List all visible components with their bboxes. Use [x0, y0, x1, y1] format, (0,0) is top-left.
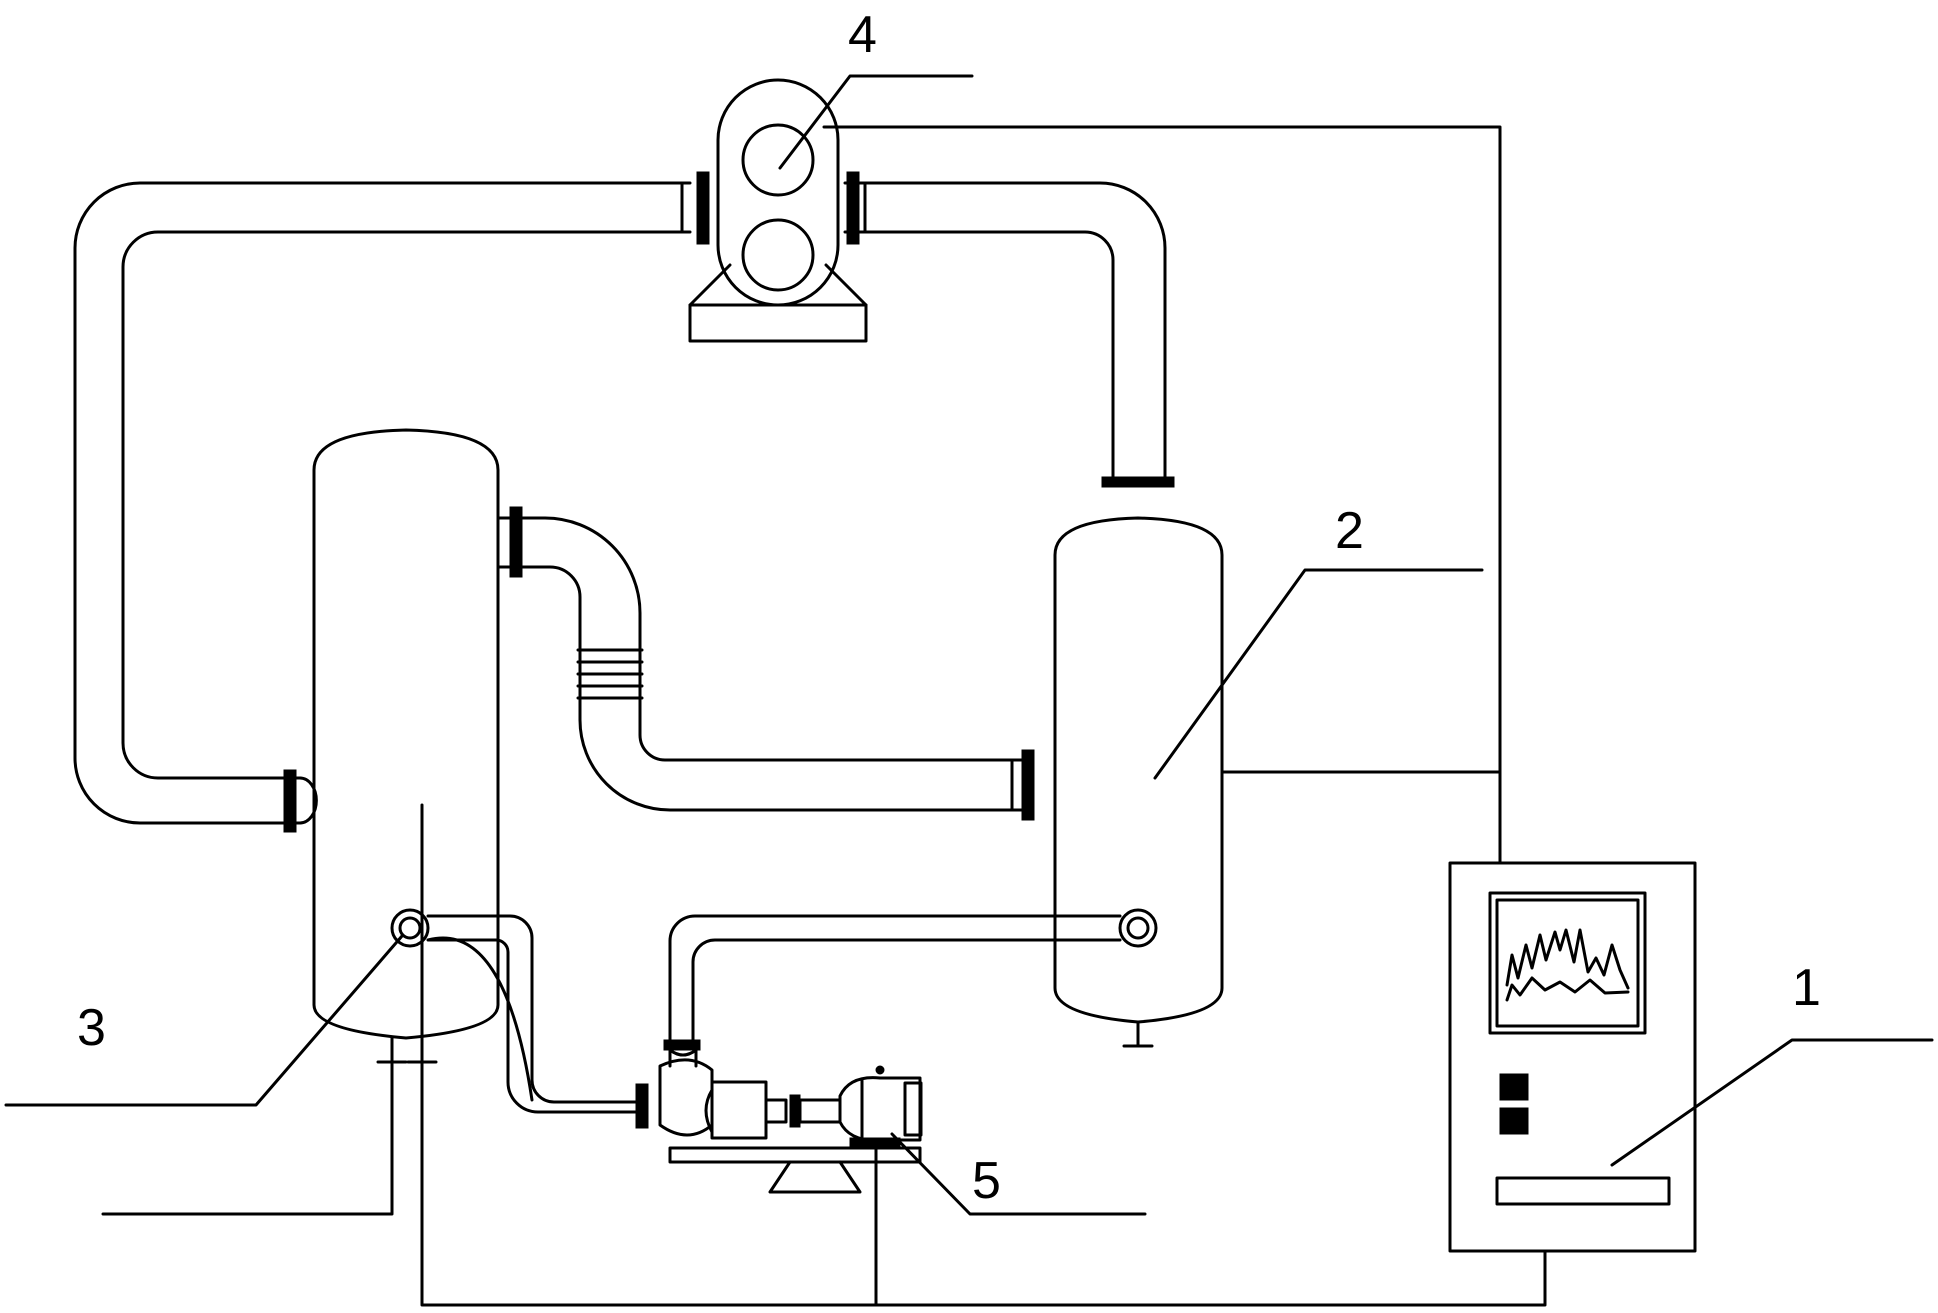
lower-pipes — [390, 908, 1158, 1114]
label-vessel-left: 3 — [77, 999, 106, 1057]
upper-loop-pipe — [73, 171, 1175, 833]
left-vessel — [312, 428, 500, 1064]
label-pump: 5 — [972, 1152, 1001, 1210]
label-vessel-right: 2 — [1335, 502, 1364, 560]
label-controller: 1 — [1792, 959, 1821, 1017]
leader-lines — [4, 74, 1934, 1216]
connecting-pipe — [496, 506, 1035, 821]
pump-motor-unit — [635, 1048, 923, 1194]
signal-wiring — [420, 125, 1547, 1307]
controller-cabinet — [1448, 861, 1697, 1253]
right-vessel — [1053, 516, 1224, 1048]
label-blower: 4 — [848, 6, 877, 64]
blower-unit — [688, 78, 868, 343]
